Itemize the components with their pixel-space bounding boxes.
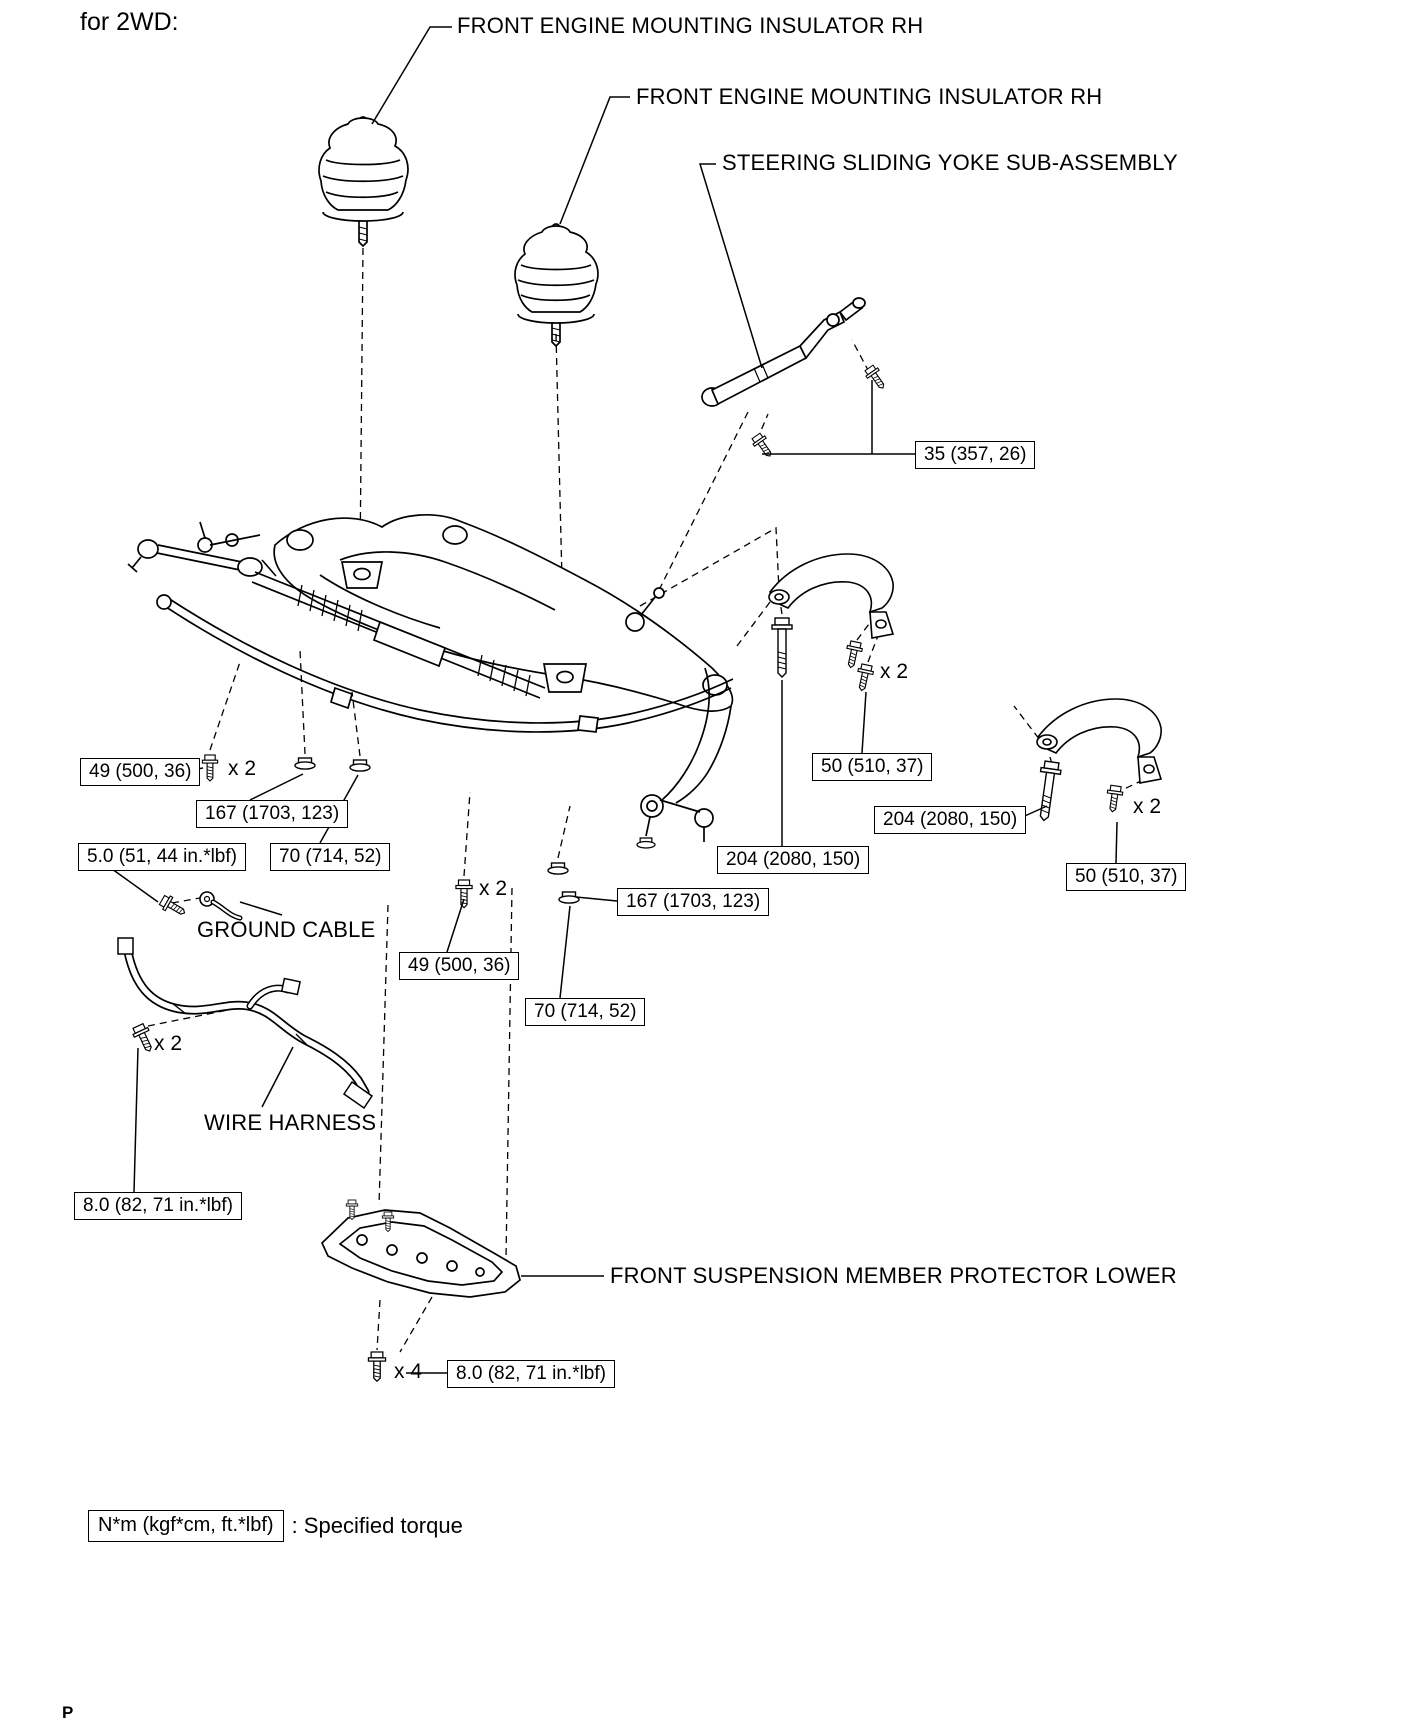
qty-label-harness: x 2 xyxy=(154,1032,183,1055)
wire-harness-drawing xyxy=(117,937,374,1110)
part-label-wire-harness: WIRE HARNESS xyxy=(204,1110,377,1135)
protector-plate-drawing xyxy=(320,1209,521,1298)
torque-box-right-204: 204 (2080, 150) xyxy=(874,806,1027,834)
torque-box-mid-49: 49 (500, 36) xyxy=(399,952,520,980)
torque-box-mid-167: 167 (1703, 123) xyxy=(617,888,770,916)
part-label-front-engine-mounting-insulator-rh-1: FRONT ENGINE MOUNTING INSULATOR RH xyxy=(457,13,924,38)
torque-box-left-70: 70 (714, 52) xyxy=(270,843,391,871)
torque-box-harness-8: 8.0 (82, 71 in.*lbf) xyxy=(74,1192,242,1220)
qty-label-center-50: x 2 xyxy=(880,660,909,683)
dashed-alignment-lines xyxy=(147,247,1144,1353)
torque-box-left-49: 49 (500, 36) xyxy=(80,758,201,786)
torque-legend: N*m (kgf*cm, ft.*lbf) : Specified torque xyxy=(88,1510,463,1542)
torque-box-center-50: 50 (510, 37) xyxy=(812,753,933,781)
torque-legend-description: : Specified torque xyxy=(291,1513,463,1538)
torque-box-left-167: 167 (1703, 123) xyxy=(196,800,349,828)
qty-label-right-50: x 2 xyxy=(1133,795,1162,818)
qty-label-left-49: x 2 xyxy=(228,757,257,780)
leader-lines xyxy=(111,26,1118,1374)
part-label-front-engine-mounting-insulator-rh-2: FRONT ENGINE MOUNTING INSULATOR RH xyxy=(636,84,1103,109)
ground-cable-drawing xyxy=(199,891,243,921)
engine-mount-insulator-right-drawing xyxy=(514,223,599,348)
torque-box-ground-cable-5: 5.0 (51, 44 in.*lbf) xyxy=(78,843,246,871)
torque-box-yoke-35: 35 (357, 26) xyxy=(915,441,1036,469)
qty-label-mid-49: x 2 xyxy=(479,877,508,900)
part-label-steering-sliding-yoke: STEERING SLIDING YOKE SUB-ASSEMBLY xyxy=(722,150,1178,175)
torque-box-center-204: 204 (2080, 150) xyxy=(717,846,870,874)
part-label-ground-cable: GROUND CABLE xyxy=(197,917,376,942)
bracket-front-drawing xyxy=(768,553,895,639)
engine-mount-insulator-left-drawing xyxy=(318,116,409,248)
fastener-icons xyxy=(130,363,1125,1382)
torque-box-mid-70: 70 (714, 52) xyxy=(525,998,646,1026)
part-label-protector-lower: FRONT SUSPENSION MEMBER PROTECTOR LOWER xyxy=(610,1263,1177,1288)
front-suspension-member-drawing xyxy=(127,513,734,842)
torque-legend-box: N*m (kgf*cm, ft.*lbf) xyxy=(88,1510,284,1542)
steering-yoke-drawing xyxy=(701,297,866,407)
bracket-rear-drawing xyxy=(1036,698,1163,784)
torque-box-right-50: 50 (510, 37) xyxy=(1066,863,1187,891)
page-marker: P xyxy=(62,1703,74,1722)
torque-box-protector-8: 8.0 (82, 71 in.*lbf) xyxy=(447,1360,615,1388)
qty-label-protector: x 4 xyxy=(394,1360,423,1383)
variant-heading: for 2WD: xyxy=(80,8,179,36)
